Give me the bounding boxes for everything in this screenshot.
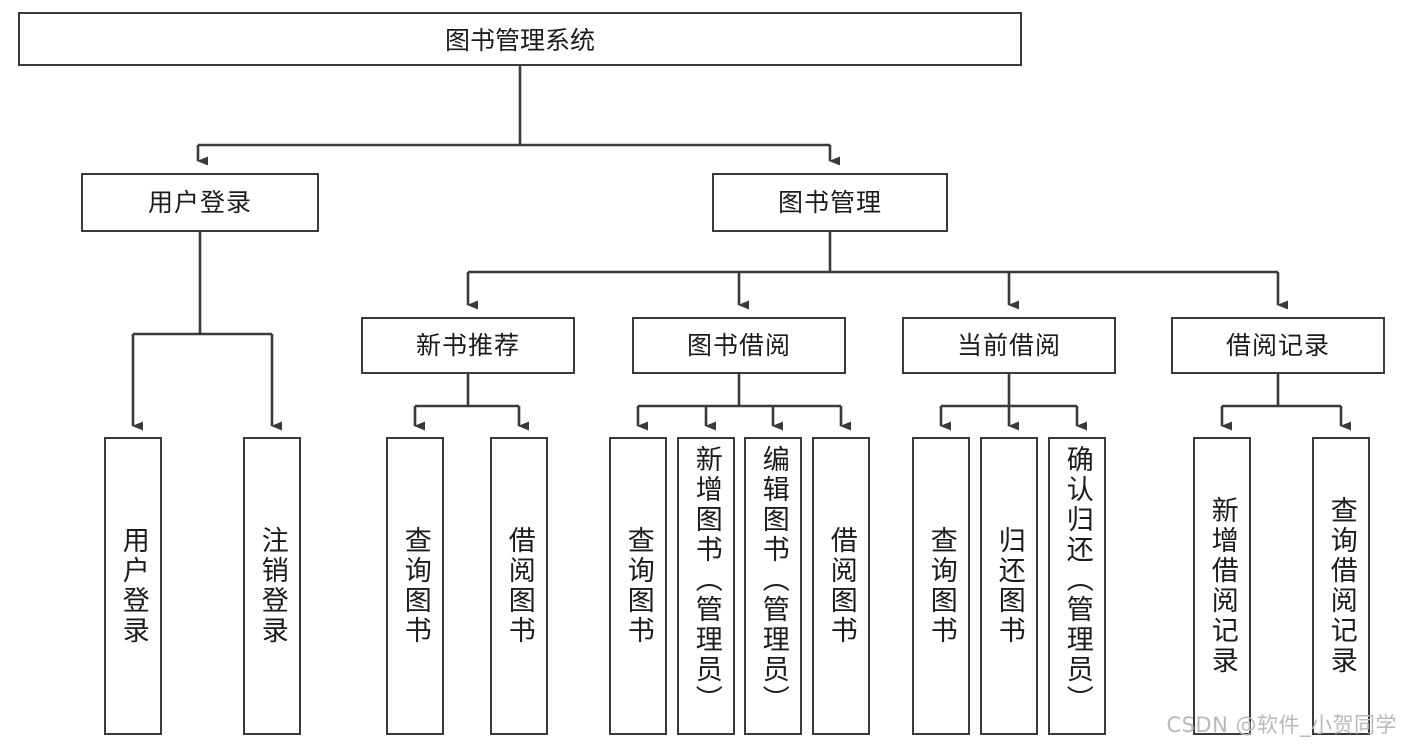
node-label: 图书管理系统 bbox=[444, 26, 595, 55]
node-label: 借阅图书 bbox=[503, 526, 535, 646]
node-label: 编辑图书（管理员） bbox=[757, 445, 789, 715]
node-label: 新增借阅记录 bbox=[1206, 496, 1238, 676]
node-label: 用户登录 bbox=[117, 526, 149, 646]
leaf-borrow-book-new-book-rec[interactable]: 借阅图书 bbox=[490, 437, 548, 735]
leaf-query-book-current-borrow[interactable]: 查询图书 bbox=[912, 437, 970, 735]
node-user-login[interactable]: 用户登录 bbox=[81, 173, 319, 232]
leaf-add-book-admin[interactable]: 新增图书（管理员） bbox=[677, 437, 735, 735]
leaf-borrow-book-book-borrow[interactable]: 借阅图书 bbox=[812, 437, 870, 735]
node-borrow-record[interactable]: 借阅记录 bbox=[1171, 317, 1385, 374]
node-book-borrow[interactable]: 图书借阅 bbox=[632, 317, 846, 374]
node-label: 注销登录 bbox=[256, 526, 288, 646]
node-label: 查询图书 bbox=[622, 526, 654, 646]
leaf-query-book-new-book-rec[interactable]: 查询图书 bbox=[386, 437, 444, 735]
node-label: 图书管理 bbox=[777, 187, 882, 217]
node-book-management[interactable]: 图书管理 bbox=[712, 173, 948, 232]
leaf-return-book[interactable]: 归还图书 bbox=[980, 437, 1038, 735]
leaf-logout[interactable]: 注销登录 bbox=[243, 437, 301, 735]
node-current-borrow[interactable]: 当前借阅 bbox=[902, 317, 1116, 374]
node-label: 用户登录 bbox=[147, 187, 252, 217]
node-label: 查询图书 bbox=[399, 526, 431, 646]
node-label: 借阅图书 bbox=[825, 526, 857, 646]
node-label: 查询图书 bbox=[925, 526, 957, 646]
leaf-add-borrow-record[interactable]: 新增借阅记录 bbox=[1193, 437, 1251, 735]
node-label: 查询借阅记录 bbox=[1325, 496, 1357, 676]
node-label: 归还图书 bbox=[993, 526, 1025, 646]
node-label: 确认归还（管理员） bbox=[1061, 445, 1093, 715]
node-label: 当前借阅 bbox=[956, 330, 1061, 360]
node-label: 借阅记录 bbox=[1225, 330, 1330, 360]
leaf-query-book-book-borrow[interactable]: 查询图书 bbox=[609, 437, 667, 735]
node-label: 新增图书（管理员） bbox=[690, 445, 722, 715]
watermark-text: CSDN @软件_小贺同学 bbox=[1166, 713, 1397, 737]
leaf-confirm-return-admin[interactable]: 确认归还（管理员） bbox=[1048, 437, 1106, 735]
node-label: 图书借阅 bbox=[686, 330, 791, 360]
node-new-book-recommendation[interactable]: 新书推荐 bbox=[361, 317, 575, 374]
node-root-book-management-system[interactable]: 图书管理系统 bbox=[18, 12, 1022, 66]
leaf-edit-book-admin[interactable]: 编辑图书（管理员） bbox=[744, 437, 802, 735]
leaf-query-borrow-record[interactable]: 查询借阅记录 bbox=[1312, 437, 1370, 735]
node-label: 新书推荐 bbox=[415, 330, 520, 360]
leaf-user-login[interactable]: 用户登录 bbox=[104, 437, 162, 735]
